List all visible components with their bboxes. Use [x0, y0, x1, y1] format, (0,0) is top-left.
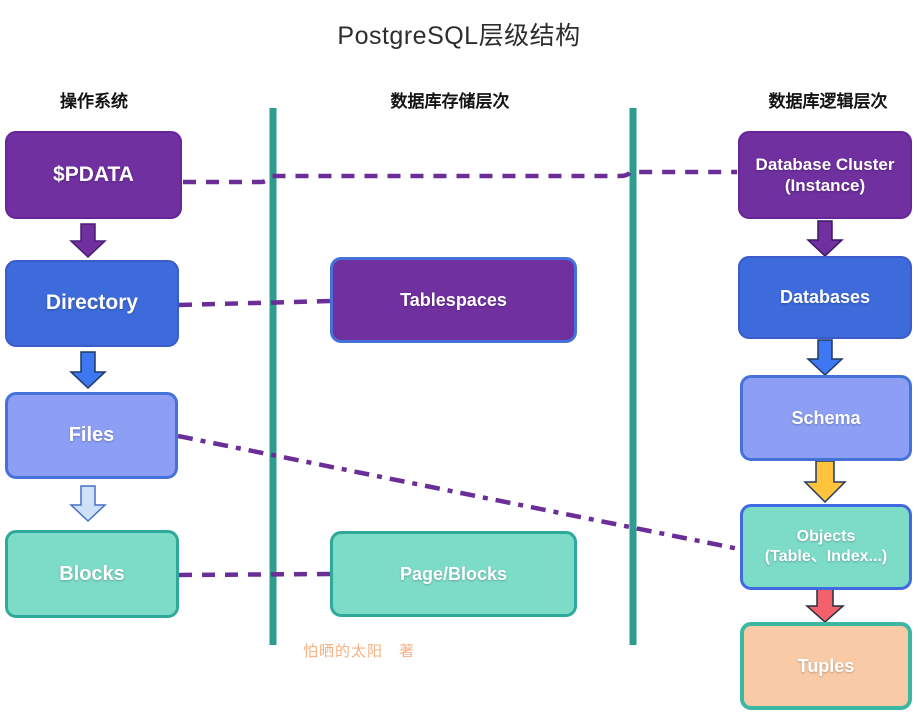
node-pdata-label: $PDATA — [53, 162, 134, 186]
node-databases-label: Databases — [779, 287, 871, 308]
connector-blocks-pageblocks — [178, 571, 331, 578]
node-objects-line1: Objects — [796, 528, 856, 545]
node-schema-label: Schema — [791, 407, 861, 428]
page-title: PostgreSQL层级结构 — [337, 22, 581, 50]
node-database-cluster-line1: Database Cluster — [755, 154, 895, 174]
column-header-os: 操作系统 — [60, 92, 128, 111]
arrow-directory-files — [69, 351, 107, 390]
node-objects-line2: (Table、Index...) — [764, 548, 888, 565]
node-directory-label: Directory — [45, 291, 139, 315]
arrow-cluster-databases — [806, 220, 844, 258]
connector-directory-tablespaces — [178, 298, 331, 308]
node-page-blocks: Page/Blocks — [330, 531, 577, 617]
arrow-objects-tuples — [805, 588, 845, 624]
node-files-label: Files — [68, 424, 115, 446]
node-tuples-label: Tuples — [797, 655, 855, 676]
arrow-databases-schema — [806, 339, 844, 377]
arrow-pdata-directory — [69, 223, 107, 259]
node-schema: Schema — [740, 375, 912, 461]
column-header-logical: 数据库逻辑层次 — [768, 92, 888, 111]
node-database-cluster: Database Cluster (Instance) — [738, 131, 912, 219]
node-page-blocks-label: Page/Blocks — [399, 563, 508, 584]
node-tablespaces-label: Tablespaces — [400, 289, 507, 310]
connector-files-objects — [177, 433, 740, 552]
node-databases: Databases — [738, 256, 912, 339]
node-database-cluster-line2: (Instance) — [784, 176, 866, 195]
node-files: Files — [5, 392, 178, 479]
column-header-storage: 数据库存储层次 — [390, 92, 510, 111]
node-tablespaces: Tablespaces — [330, 257, 577, 343]
connector-pdata-cluster — [183, 169, 737, 185]
node-pdata: $PDATA — [5, 131, 182, 219]
node-directory: Directory — [5, 260, 179, 347]
node-blocks-label: Blocks — [59, 562, 125, 585]
node-objects: Objects (Table、Index...) — [740, 504, 912, 590]
author-credit: 怕晒的太阳 著 — [303, 643, 416, 660]
node-tuples: Tuples — [740, 622, 912, 710]
node-blocks: Blocks — [5, 530, 179, 618]
arrow-schema-objects — [803, 460, 847, 504]
arrow-files-blocks — [69, 485, 107, 523]
